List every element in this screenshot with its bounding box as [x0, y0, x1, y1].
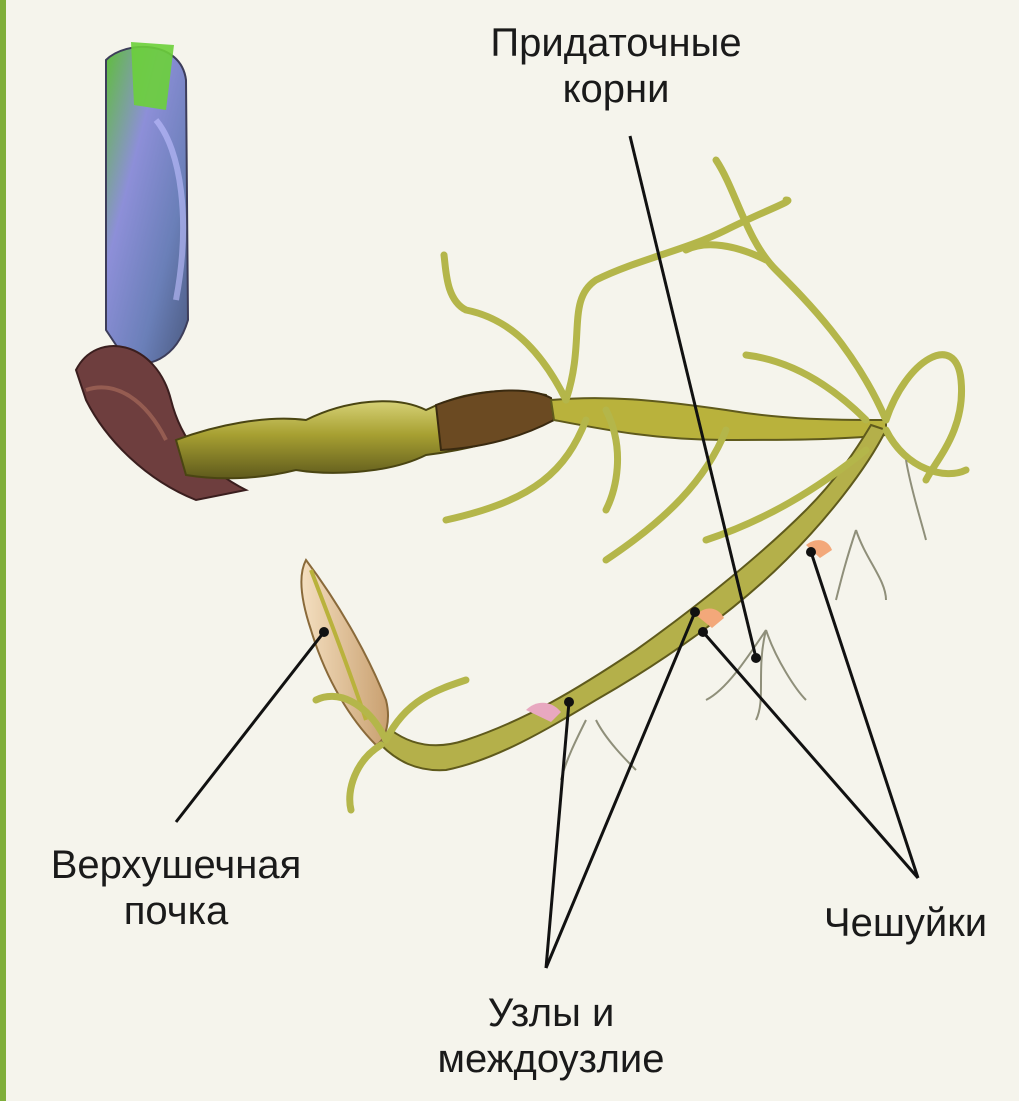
label-apical-bud: Верхушечнаяпочка [6, 842, 346, 934]
adventitious-roots [316, 160, 966, 810]
leader-adventitious-roots [630, 136, 756, 658]
leader-scales-2 [703, 632, 918, 878]
shoot [106, 42, 188, 364]
label-nodes-internodes: Узлы имеждоузлие [386, 990, 716, 1082]
upper-rhizome [176, 391, 886, 479]
leader-scales-1 [811, 552, 918, 878]
leader-node-1 [546, 702, 569, 968]
label-adventitious-roots: Придаточныекорни [426, 20, 806, 112]
label-scales: Чешуйки [786, 900, 1019, 946]
lower-rhizome [381, 425, 886, 770]
diagram-canvas: Придаточныекорни Верхушечнаяпочка Чешуйк… [6, 0, 1019, 1101]
leader-apical-bud [176, 632, 324, 822]
